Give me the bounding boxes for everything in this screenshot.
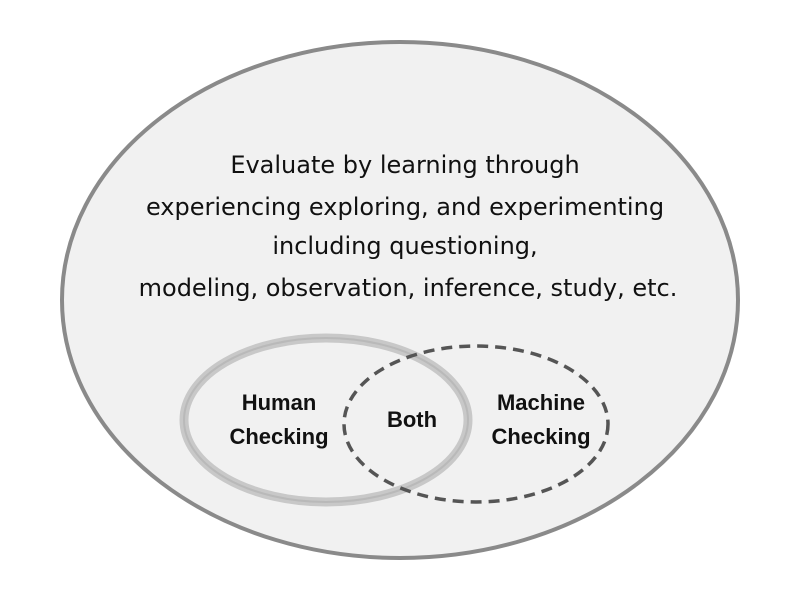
description-line-3: including questioning, [272, 232, 537, 260]
human-checking-label-line-2: Checking [229, 424, 328, 449]
machine-checking-label-line-2: Checking [491, 424, 590, 449]
human-checking-ellipse-inner-line [183, 337, 469, 503]
both-label: Both [387, 407, 437, 432]
description-line-1: Evaluate by learning through [230, 151, 579, 179]
evaluation-description: Evaluate by learning through experiencin… [139, 151, 678, 302]
human-checking-label-line-1: Human [242, 390, 317, 415]
machine-checking-ellipse [342, 344, 610, 504]
machine-checking-label-line-1: Machine [497, 390, 585, 415]
outer-ellipse [60, 40, 740, 560]
description-line-2: experiencing exploring, and experimentin… [146, 193, 664, 221]
description-line-4: modeling, observation, inference, study,… [139, 274, 678, 302]
